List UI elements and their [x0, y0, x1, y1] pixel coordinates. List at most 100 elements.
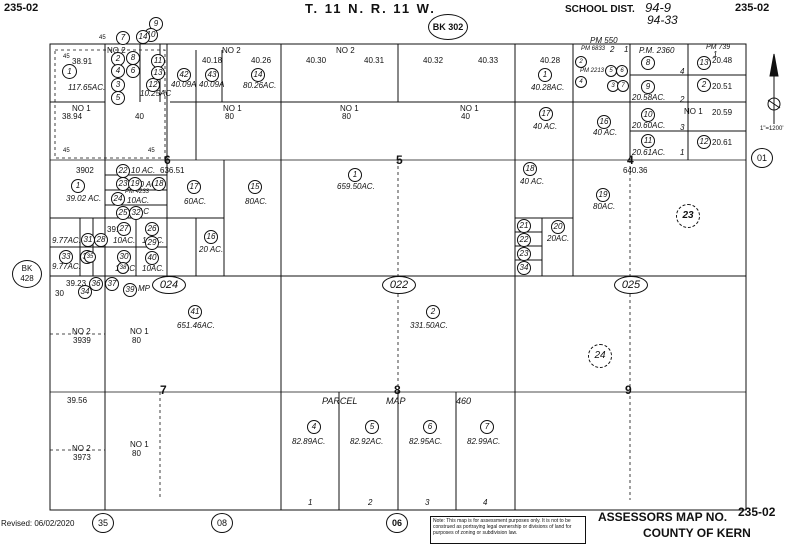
section-number: 6	[164, 153, 171, 167]
dashed-parcel-number[interactable]: 23	[676, 204, 700, 228]
parcel-number[interactable]: 11	[641, 134, 655, 148]
parcel-number[interactable]: 4	[111, 64, 125, 78]
area-label: 640.36	[623, 166, 648, 175]
parcel-number[interactable]: 14	[136, 30, 150, 44]
parcel-number[interactable]: 2	[697, 78, 711, 92]
acreage-label: 659.50AC.	[337, 182, 375, 191]
adjacent-map-ref[interactable]: 08	[211, 513, 233, 533]
area-label: NO 1	[684, 107, 703, 116]
parcel-number[interactable]: 8	[126, 51, 140, 65]
adjacent-map-ref[interactable]: 01	[751, 148, 773, 168]
parcel-number[interactable]: 29	[145, 236, 159, 250]
area-label: 3939	[73, 336, 91, 345]
parcel-number[interactable]: 15	[248, 180, 262, 194]
parcel-number[interactable]: 16	[597, 115, 611, 129]
dashed-parcel-number[interactable]: 24	[588, 344, 612, 368]
area-label: 80	[342, 112, 351, 121]
parcel-number[interactable]: 26	[145, 222, 159, 236]
acreage-label: 10AC.	[113, 236, 136, 245]
parcel-number[interactable]: 21	[517, 219, 531, 233]
parcel-number[interactable]: 6	[423, 420, 437, 434]
parcel-number[interactable]: 34	[78, 285, 92, 299]
parcel-number[interactable]: 10	[641, 108, 655, 122]
parcel-number[interactable]: 8	[641, 56, 655, 70]
parcel-number[interactable]: 43	[205, 68, 219, 82]
parcel-map-ref: PM 6833	[581, 46, 606, 52]
parcel-number[interactable]: 40	[145, 251, 159, 265]
parcel-number[interactable]: 28	[94, 233, 108, 247]
area-label: 39.56	[67, 396, 88, 405]
parcel-number[interactable]: 39	[123, 283, 137, 297]
acreage-label: 40 AC.	[520, 177, 545, 186]
parcel-number[interactable]: 1	[71, 179, 85, 193]
parcel-number[interactable]: 31	[81, 233, 95, 247]
parcel-number[interactable]: 4	[575, 76, 587, 88]
acreage-label: 80AC.	[593, 202, 616, 211]
parcel-number[interactable]: 1	[62, 64, 77, 79]
parcel-number[interactable]: 2	[426, 305, 440, 319]
parcel-number[interactable]: 7	[116, 31, 130, 45]
parcel-number[interactable]: 27	[117, 222, 131, 236]
book-ref-line: BK	[21, 264, 33, 273]
parcel-number[interactable]: 42	[177, 68, 191, 82]
parcel-number[interactable]: 16	[204, 230, 218, 244]
parcel-number[interactable]: 24	[111, 192, 125, 206]
parcel-number[interactable]: 6	[616, 65, 628, 77]
parcel-number[interactable]: 2	[111, 52, 125, 66]
parcel-number[interactable]: 5	[365, 420, 379, 434]
area-label: 40	[461, 112, 470, 121]
parcel-number[interactable]: 9	[641, 80, 655, 94]
acreage-label: 82.92AC.	[350, 437, 384, 446]
map-page-oval[interactable]: 025	[614, 276, 648, 294]
area-label: 45	[148, 148, 155, 154]
school-district-code-1: 94-9	[645, 0, 672, 15]
parcel-number[interactable]: 1	[538, 68, 552, 82]
parcel-number[interactable]: 14	[251, 68, 265, 82]
parcel-number[interactable]: 2	[575, 56, 587, 68]
acreage-label: 39.02 AC.	[66, 194, 102, 203]
parcel-number[interactable]: 7	[617, 80, 629, 92]
parcel-number[interactable]: 34	[517, 261, 531, 275]
parcel-number[interactable]: 23	[517, 247, 531, 261]
acreage-label: 331.50AC.	[410, 321, 448, 330]
parcel-number[interactable]: 37	[105, 277, 119, 291]
parcel-number[interactable]: 4	[307, 420, 321, 434]
parcel-number[interactable]: 12	[146, 78, 160, 92]
parcel-number[interactable]: 36	[89, 277, 103, 291]
parcel-number[interactable]: 19	[128, 177, 142, 191]
parcel-number[interactable]: 32	[129, 206, 143, 220]
adjacent-map-ref[interactable]: 35	[92, 513, 114, 533]
parcel-number[interactable]: 22	[517, 233, 531, 247]
parcel-number[interactable]: 17	[539, 107, 553, 121]
parcel-number[interactable]: 13	[151, 66, 165, 80]
parcel-number[interactable]: 1	[348, 168, 362, 182]
parcel-number[interactable]: 13	[697, 56, 711, 70]
parcel-number[interactable]: 18	[523, 162, 537, 176]
acreage-label: 20.60AC.	[632, 121, 666, 130]
parcel-map-ref: PM 550	[590, 36, 618, 45]
book-reference-left[interactable]: BK 428	[12, 260, 42, 288]
parcel-number[interactable]: 25	[116, 206, 130, 220]
parcel-number[interactable]: 35	[84, 251, 96, 263]
adjacent-map-ref[interactable]: 06	[386, 513, 408, 533]
parcel-number[interactable]: 3	[111, 78, 125, 92]
parcel-number[interactable]: 41	[188, 305, 202, 319]
parcel-number[interactable]: 20	[551, 220, 565, 234]
parcel-number[interactable]: 18	[152, 177, 166, 191]
parcel-map-label: MAP	[386, 396, 406, 406]
parcel-number[interactable]: 6	[126, 64, 140, 78]
revision-date: Revised: 06/02/2020	[1, 519, 75, 528]
parcel-number[interactable]: 5	[111, 91, 125, 105]
parcel-number[interactable]: 22	[116, 164, 130, 178]
parcel-number[interactable]: 11	[151, 54, 165, 68]
area-label: 80	[132, 449, 141, 458]
parcel-number[interactable]: 19	[596, 188, 610, 202]
map-page-oval[interactable]: 024	[152, 276, 186, 294]
parcel-number[interactable]: 17	[187, 180, 201, 194]
parcel-number[interactable]: 7	[480, 420, 494, 434]
parcel-number[interactable]: 38	[117, 262, 129, 274]
book-reference: BK 302	[428, 14, 468, 40]
parcel-number[interactable]: 33	[59, 250, 73, 264]
map-page-oval[interactable]: 022	[382, 276, 416, 294]
parcel-number[interactable]: 12	[697, 135, 711, 149]
